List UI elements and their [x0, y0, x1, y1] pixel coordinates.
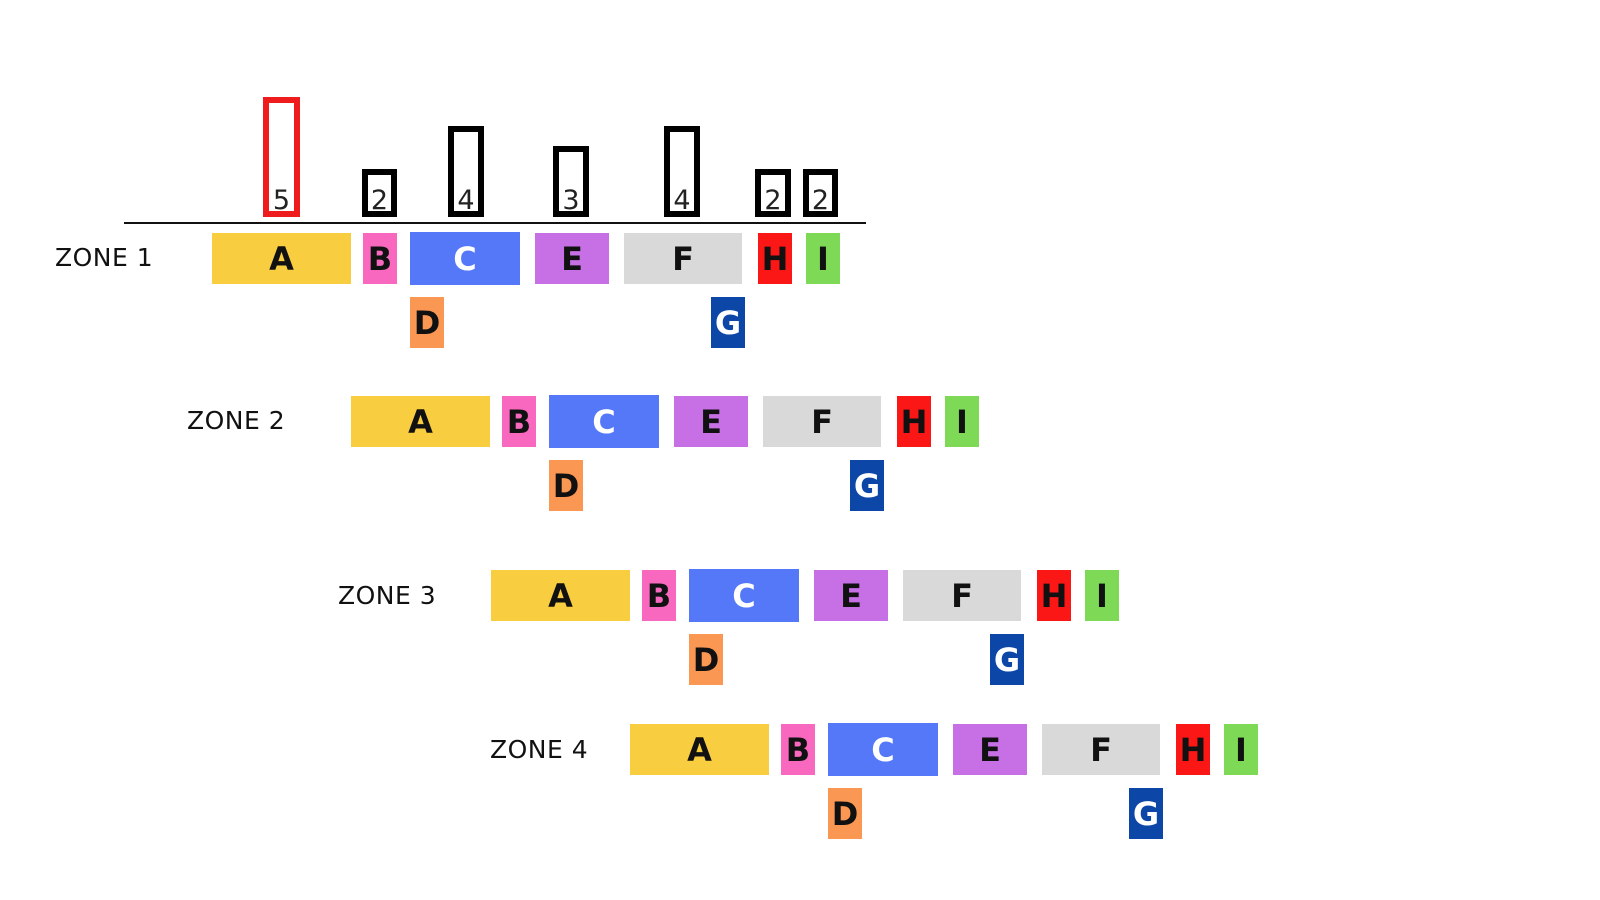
zone-2-block-h: H	[897, 396, 931, 447]
zone-4-block-b: B	[781, 724, 815, 775]
count-value: 2	[764, 185, 782, 216]
zone-3-block-a: A	[491, 570, 630, 621]
zone-3-block-g: G	[990, 634, 1024, 685]
count-bar-h: 2	[755, 169, 791, 217]
zone-3-block-f: F	[903, 570, 1021, 621]
zone-3-block-e: E	[814, 570, 888, 621]
count-value: 2	[370, 185, 389, 216]
zone-1-block-e: E	[535, 233, 609, 284]
zone-4-block-e: E	[953, 724, 1027, 775]
count-value: 3	[562, 185, 580, 216]
zone-2-block-a: A	[351, 396, 490, 447]
zone-1-block-c: C	[410, 232, 520, 285]
baseline-divider	[124, 222, 866, 224]
zone-3-block-c: C	[689, 569, 799, 622]
zone-2-block-i: I	[945, 396, 979, 447]
zone-2-block-c: C	[549, 395, 659, 448]
zone-4-block-d: D	[828, 788, 862, 839]
count-bar-f: 4	[664, 126, 700, 217]
count-value: 2	[811, 185, 830, 216]
count-bar-e: 3	[553, 146, 589, 217]
zone-3-block-d: D	[689, 634, 723, 685]
count-value: 5	[272, 185, 291, 216]
zone-4-block-h: H	[1176, 724, 1210, 775]
zone-3-block-h: H	[1037, 570, 1071, 621]
zone-2-block-e: E	[674, 396, 748, 447]
zone-1-block-g: G	[711, 297, 745, 348]
zone-3-block-i: I	[1085, 570, 1119, 621]
count-bar-b: 2	[362, 169, 397, 217]
zone-1-block-a: A	[212, 233, 351, 284]
count-value: 4	[673, 185, 691, 216]
count-bar-c: 4	[448, 126, 484, 217]
zone-label: ZONE 1	[55, 243, 154, 272]
zone-1-block-f: F	[624, 233, 742, 284]
zone-2-block-d: D	[549, 460, 583, 511]
zone-1-block-i: I	[806, 233, 840, 284]
zone-4-block-a: A	[630, 724, 769, 775]
zone-label: ZONE 3	[338, 581, 437, 610]
zone-2-block-b: B	[502, 396, 536, 447]
count-bar-a: 5	[263, 97, 300, 217]
zone-4-block-f: F	[1042, 724, 1160, 775]
zone-label: ZONE 2	[187, 406, 286, 435]
zone-3-block-b: B	[642, 570, 676, 621]
zone-label: ZONE 4	[490, 735, 589, 764]
zone-1-block-d: D	[410, 297, 444, 348]
zone-2-block-f: F	[763, 396, 881, 447]
zone-2-block-g: G	[850, 460, 884, 511]
zone-1-block-h: H	[758, 233, 792, 284]
zone-4-block-g: G	[1129, 788, 1163, 839]
zone-4-block-c: C	[828, 723, 938, 776]
zone-4-block-i: I	[1224, 724, 1258, 775]
count-value: 4	[457, 185, 475, 216]
count-bar-i: 2	[803, 169, 838, 217]
zone-1-block-b: B	[363, 233, 397, 284]
